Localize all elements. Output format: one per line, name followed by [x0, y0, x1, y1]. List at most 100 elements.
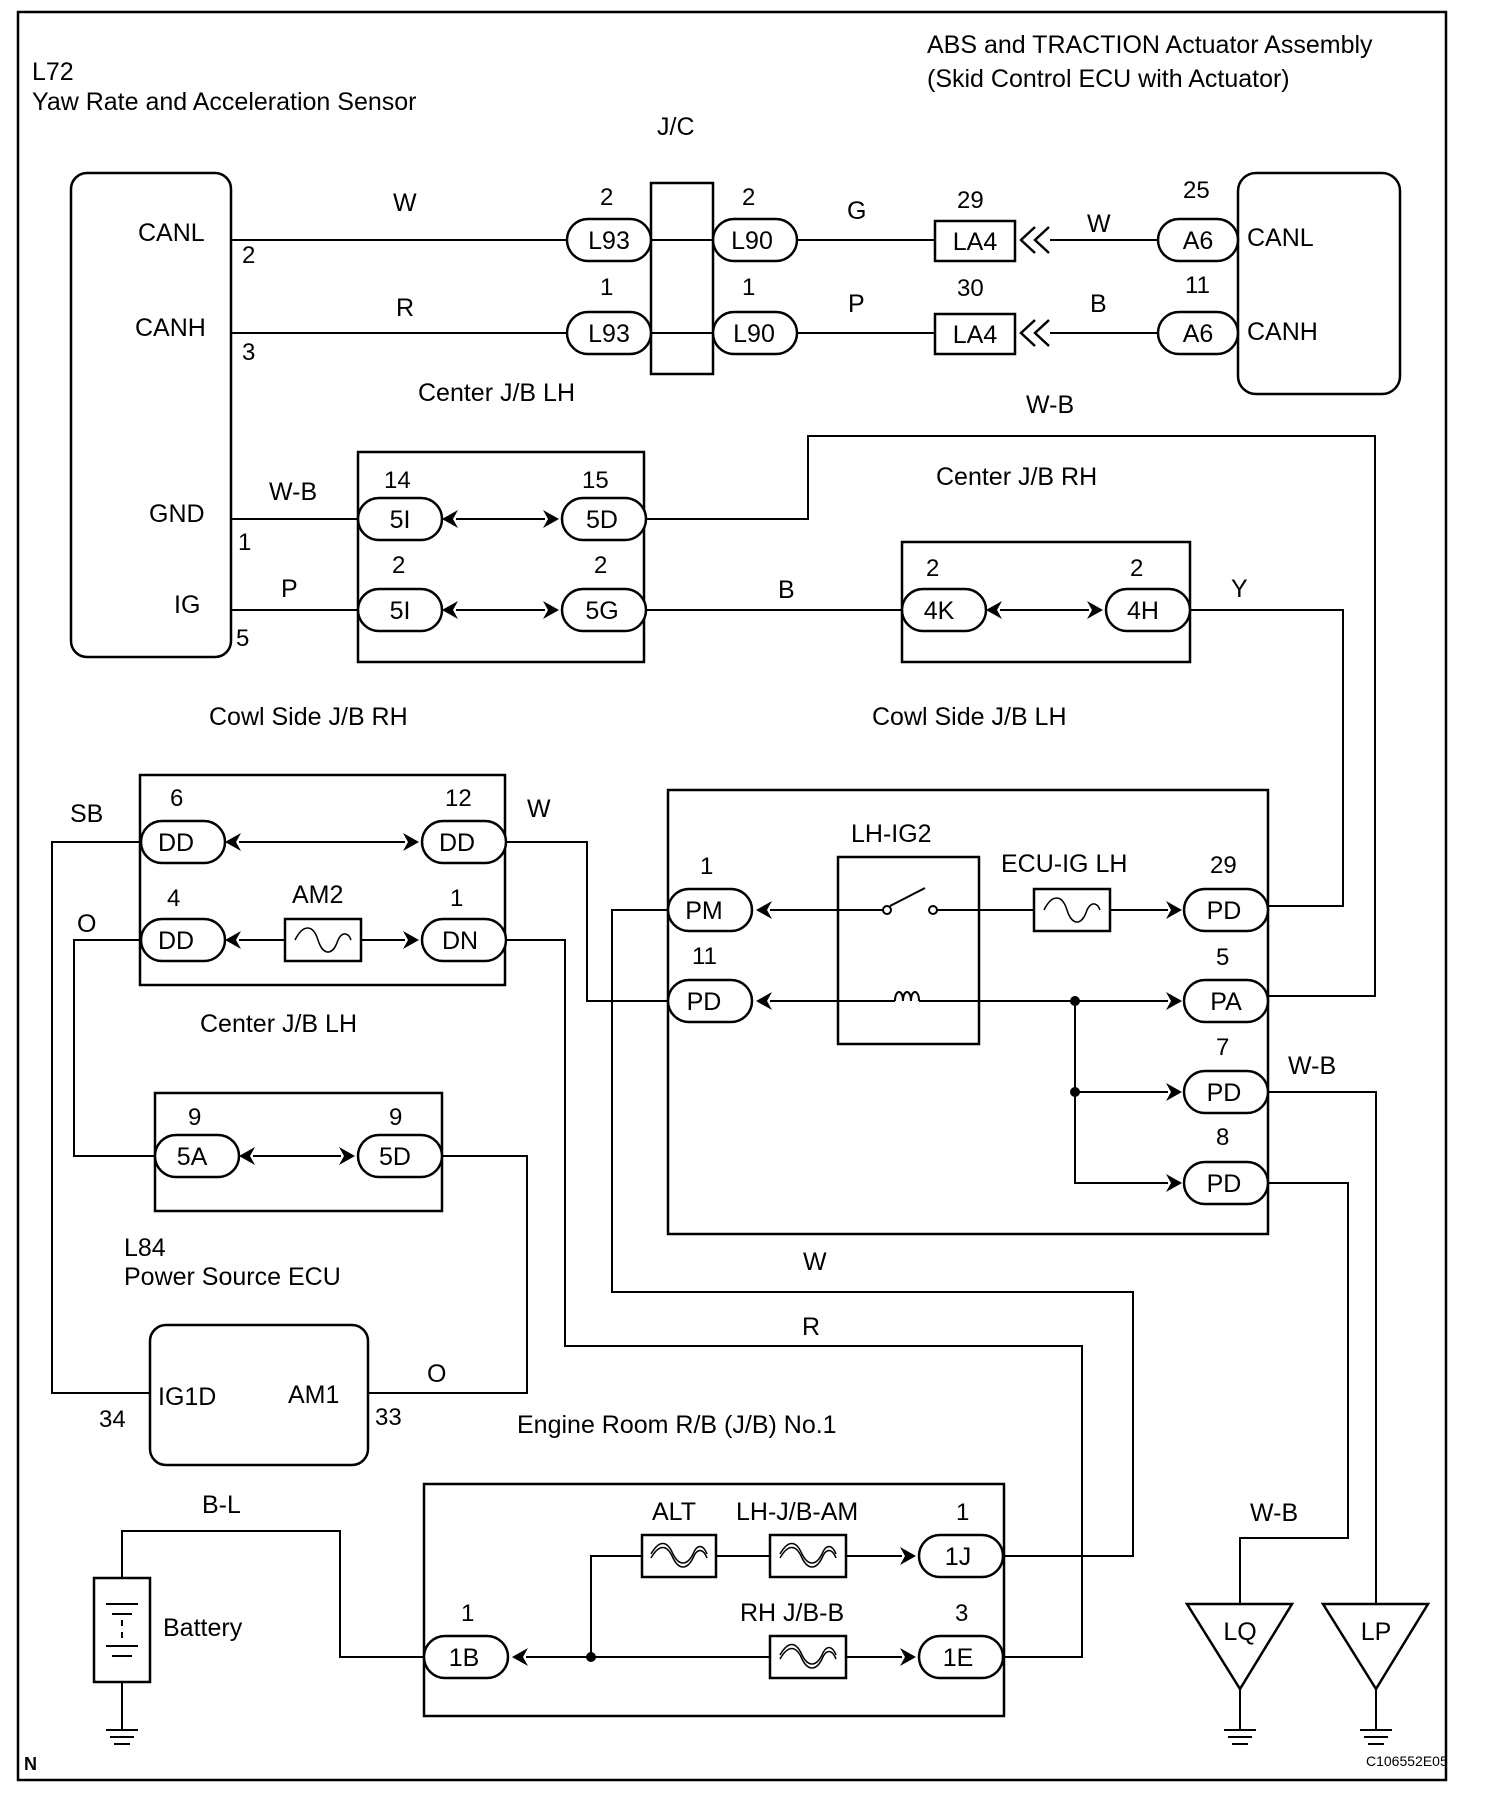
pin-4k: 2: [926, 555, 939, 582]
connector-l90-canl: [711, 217, 799, 263]
pin-5i-gnd: 14: [384, 467, 411, 494]
pin-1e: 3: [955, 1600, 968, 1627]
connector-5d-gnd-label: 5D: [586, 506, 618, 534]
yaw-term-canl: CANL: [138, 219, 205, 247]
connector-l90-canh-label: L90: [733, 320, 775, 348]
wire-color-b-mid: B: [778, 576, 795, 604]
connector-a6-canh-label: A6: [1183, 320, 1214, 348]
connector-5i-ig-label: 5I: [390, 597, 411, 625]
pin-la4-canh: 30: [957, 275, 984, 302]
relay-coil: [894, 991, 920, 1002]
yaw-pin-gnd: 1: [238, 529, 251, 556]
connector-4k-label: 4K: [924, 597, 955, 625]
yaw-term-gnd: GND: [149, 500, 205, 528]
connector-la4-canl: [933, 219, 1017, 263]
connector-1e: [917, 1634, 1005, 1680]
fuse-lh-jb-am: [768, 1533, 848, 1579]
connector-dn-label: DN: [442, 927, 478, 955]
jc-label: J/C: [657, 113, 695, 141]
wire-color-b-l: B-L: [202, 1491, 241, 1519]
connector-l93-canh-label: L93: [588, 320, 630, 348]
wire-color-canl-mid: G: [847, 197, 866, 225]
wire-w-b-route: [646, 435, 1376, 997]
wire-y: [1190, 609, 1344, 907]
ground-point-lp: [1320, 1602, 1431, 1692]
junction-dot-2: [1070, 1087, 1080, 1097]
abs-actuator-line1: ABS and TRACTION Actuator Assembly: [927, 31, 1373, 59]
pin-5i-ig: 2: [392, 552, 405, 579]
wire-w-low: [611, 909, 1134, 1557]
connector-l90-canl-label: L90: [731, 227, 773, 255]
chevron-canh-1: [1019, 319, 1036, 347]
connector-pa-label: PA: [1210, 988, 1242, 1016]
connector-dd-w-label: DD: [439, 829, 475, 857]
ground-icon-lp: [1360, 1729, 1392, 1745]
fuse-ecu-ig-lh-label: ECU-IG LH: [1001, 850, 1127, 878]
wire-w-b-pd8: [1239, 1182, 1349, 1604]
yaw-pin-canh: 3: [242, 339, 255, 366]
pin-dd-sb: 6: [170, 785, 183, 812]
figure-code: C106552E05: [1366, 1753, 1448, 1769]
pin-a6-canh: 11: [1185, 272, 1210, 299]
power-ecu-name: Power Source ECU: [124, 1263, 341, 1291]
relay-lh-ig2: [836, 855, 981, 1046]
jb-label-center-lh-top: Center J/B LH: [418, 379, 575, 407]
connector-la4-canl-label: LA4: [953, 228, 998, 256]
pin-l93-canl: 2: [600, 184, 613, 211]
fuse-am2: [283, 917, 363, 963]
jb-label-center-rh: Center J/B RH: [936, 463, 1097, 491]
yaw-sensor-code: L72: [32, 58, 74, 86]
abs-actuator-box: [1236, 171, 1402, 396]
pin-pd-relay: 11: [692, 943, 717, 970]
yaw-sensor-box: [69, 171, 233, 659]
connector-l90-canh: [711, 310, 799, 356]
pin-l90-canh: 1: [742, 274, 755, 301]
yaw-pin-ig: 5: [236, 625, 249, 652]
ground-icon-lq: [1224, 1729, 1256, 1745]
pin-dd-w: 12: [445, 785, 472, 812]
connector-pm: [666, 887, 754, 933]
pin-pm: 1: [700, 853, 713, 880]
chevron-canl-2: [1033, 226, 1050, 254]
relay-switch-blade: [889, 887, 926, 907]
connector-l93-canl: [565, 217, 653, 263]
wire-color-ig: P: [281, 575, 298, 603]
wire-color-w-dd: W: [527, 795, 551, 823]
center-jb-lh-box: [138, 773, 507, 987]
yaw-term-canh: CANH: [135, 314, 206, 342]
connector-la4-canh-label: LA4: [953, 321, 998, 349]
corner-mark-left: N: [24, 1754, 37, 1774]
pin-pd-out: 29: [1210, 852, 1237, 879]
connector-pd-out: [1182, 887, 1270, 933]
pin-pa: 5: [1216, 944, 1229, 971]
center-jb-rh-box: [356, 450, 646, 664]
yaw-term-ig: IG: [174, 591, 200, 619]
wire-color-y: Y: [1231, 575, 1248, 603]
connector-5g-ig-label: 5G: [585, 597, 618, 625]
fuse-ecu-ig-lh: [1032, 887, 1112, 933]
pin-5d-gnd: 15: [582, 467, 609, 494]
abs-relay-box: [666, 788, 1270, 1236]
jb-label-cowl-lh: Cowl Side J/B LH: [872, 703, 1067, 731]
connector-a6-canl: [1156, 217, 1240, 263]
wire-color-canh-left: R: [396, 294, 414, 322]
connector-1e-label: 1E: [943, 1644, 974, 1672]
wire-color-canh-right: B: [1090, 290, 1107, 318]
pin-l93-canh: 1: [600, 274, 613, 301]
wire-alt-branch: [590, 1555, 642, 1657]
pin-l90-canl: 2: [742, 184, 755, 211]
wire-color-o-am1: O: [427, 1360, 446, 1388]
connector-pd-out-label: PD: [1207, 897, 1242, 925]
abs-actuator-line2: (Skid Control ECU with Actuator): [927, 65, 1290, 93]
connector-1j: [917, 1533, 1005, 1579]
fuse-lh-jb-am-label: LH-J/B-AM: [736, 1498, 858, 1526]
pin-dd-o: 4: [167, 885, 180, 912]
connector-pa: [1182, 978, 1270, 1024]
relay-switch-contact-left: [882, 905, 892, 915]
abs-term-canh: CANH: [1247, 318, 1318, 346]
wire-o-dd: [73, 939, 155, 1157]
relay-lh-ig2-label: LH-IG2: [851, 820, 932, 848]
relay-switch-contact-right: [928, 905, 938, 915]
power-ecu-pin-ig1d: 34: [99, 1406, 126, 1433]
